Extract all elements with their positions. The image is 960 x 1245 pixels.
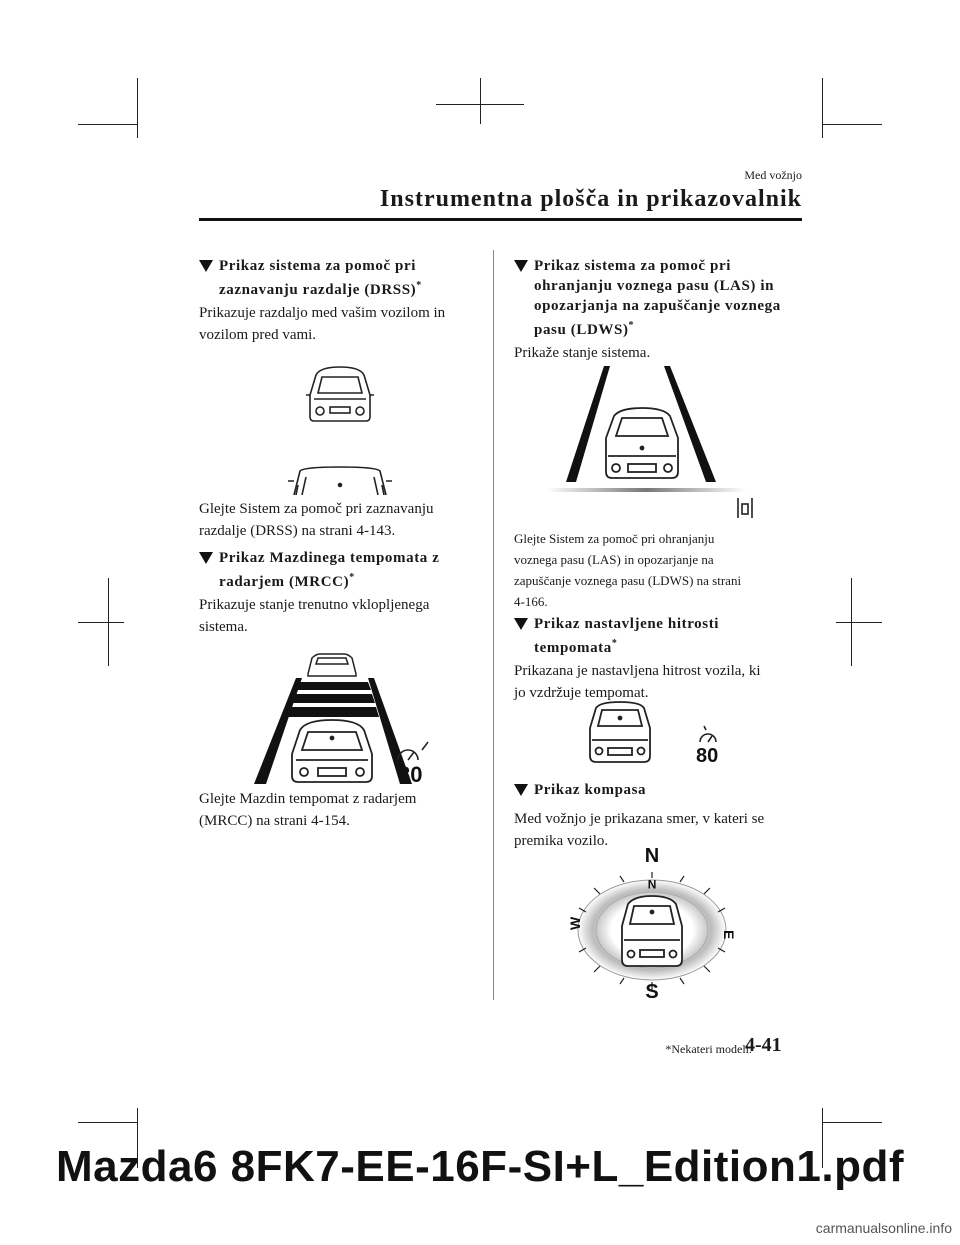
lane-line-left — [566, 366, 610, 482]
compass-desc-line2: premika vozilo. — [514, 833, 609, 849]
own-car-icon — [621, 895, 683, 967]
crop-mark — [822, 78, 823, 138]
drss-heading: Prikaz sistema za pomoč pri zaznavanju r… — [199, 256, 469, 300]
compass-title: Prikaz kompasa — [534, 782, 647, 798]
drss-illustration — [288, 366, 392, 496]
compass-illustration: N N S E W — [567, 845, 737, 1003]
crop-mark — [78, 1122, 138, 1123]
footnote-star: * — [628, 320, 635, 331]
mrcc-desc-line2: sistema. — [199, 619, 248, 635]
drss-description: Prikazuje razdaljo med vašim vozilom in … — [199, 302, 445, 346]
drss-desc-line2: vozilom pred vami. — [199, 327, 317, 343]
mrcc-title-line2: radarjem (MRCC) — [219, 574, 350, 590]
cruise-illustration: 80 — [589, 701, 718, 767]
lane-line-right — [664, 366, 716, 482]
crop-mark — [480, 78, 481, 124]
distance-bars — [285, 682, 379, 717]
cruise-description: Prikazana je nastavljena hitrost vozila,… — [514, 660, 761, 704]
las-ref-line3: zapuščanje voznega pasu (LDWS) na strani — [514, 573, 742, 588]
lead-car-icon — [307, 653, 357, 677]
las-title-line1: Prikaz sistema za pomoč pri — [534, 258, 731, 274]
footnote-star: * — [349, 572, 355, 583]
triangle-bullet-icon — [514, 260, 528, 272]
crop-mark — [436, 104, 524, 105]
drss-reference: Glejte Sistem za pomoč pri zaznavanju ra… — [199, 498, 434, 542]
las-ref-line4: 4-166. — [514, 594, 548, 609]
cruise-desc-line1: Prikazana je nastavljena hitrost vozila,… — [514, 663, 761, 679]
header-rule — [199, 218, 802, 221]
las-title-line2: ohranjanju voznega pasu (LAS) in — [534, 278, 775, 294]
cruise-speed: 80 — [696, 745, 718, 767]
own-car-icon — [291, 719, 373, 783]
las-title-line3: opozarjanja na zapuščanje voznega — [534, 298, 781, 314]
road-shadow — [546, 488, 746, 492]
lane-line-left — [254, 678, 302, 784]
crop-mark — [78, 622, 124, 623]
crop-mark — [78, 124, 138, 125]
compass-ticks — [578, 872, 726, 990]
compass-inner-n-label: N — [648, 877, 657, 891]
las-ref-line2: voznega pasu (LAS) in opozarjanje na — [514, 552, 714, 567]
page-title: Instrumentna plošča in prikazovalnik — [379, 186, 802, 212]
own-car-hood-icon — [288, 466, 392, 496]
lane-line-right — [368, 678, 412, 784]
mrcc-heading: Prikaz Mazdinega tempomata z radarjem (M… — [199, 548, 469, 592]
document-filename-banner: Mazda6 8FK7-EE-16F-SI+L_Edition1.pdf — [55, 1142, 905, 1191]
crop-mark — [822, 1108, 823, 1168]
own-car-icon — [589, 701, 651, 763]
triangle-bullet-icon — [199, 260, 213, 272]
cruise-indicator-icon — [397, 741, 429, 761]
column-divider — [493, 250, 494, 1000]
mrcc-desc-line1: Prikazuje stanje trenutno vklopljenega — [199, 597, 430, 613]
drss-desc-line1: Prikazuje razdaljo med vašim vozilom in — [199, 305, 446, 321]
mrcc-title-line1: Prikaz Mazdinega tempomata z — [219, 550, 440, 566]
mrcc-speed: 80 — [398, 762, 422, 787]
mrcc-ref-line1: Glejte Mazdin tempomat z radarjem — [199, 791, 417, 807]
cruise-desc-line2: jo vzdržuje tempomat. — [514, 685, 649, 701]
own-car-icon — [605, 407, 679, 479]
drss-title-line2: zaznavanju razdalje (DRSS) — [219, 282, 417, 298]
drss-title-line1: Prikaz sistema za pomoč pri — [219, 258, 416, 274]
triangle-bullet-icon — [199, 552, 213, 564]
las-description: Prikaže stanje sistema. — [514, 345, 651, 361]
cruise-heading: Prikaz nastavljene hitrosti tempomata* — [514, 614, 804, 658]
las-title-line4: pasu (LDWS) — [534, 322, 629, 338]
compass-inner-ring — [595, 891, 709, 969]
footnote: *Nekateri modeli. — [665, 1042, 752, 1056]
section-label: Med vožnjo — [744, 168, 802, 182]
compass-description: Med vožnjo je prikazana smer, v kateri s… — [514, 808, 764, 852]
watermark: carmanualsonline.info — [815, 1220, 952, 1236]
cruise-indicator-icon — [699, 725, 717, 743]
compass-e-label: E — [721, 930, 737, 939]
mrcc-reference: Glejte Mazdin tempomat z radarjem (MRCC)… — [199, 788, 416, 832]
footnote-star: * — [611, 638, 618, 649]
las-reference: Glejte Sistem za pomoč pri ohranjanju vo… — [514, 528, 741, 612]
las-ref-line1: Glejte Sistem za pomoč pri ohranjanju — [514, 531, 715, 546]
lane-keep-icon — [737, 498, 753, 518]
compass-heading: Prikaz kompasa — [514, 780, 804, 800]
triangle-bullet-icon — [514, 784, 528, 796]
crop-mark — [137, 1108, 138, 1168]
crop-mark — [822, 1122, 882, 1123]
lead-car-icon — [306, 366, 374, 422]
mrcc-illustration: 80 — [254, 653, 429, 787]
compass-w-label: W — [567, 916, 583, 930]
drss-ref-line2: razdalje (DRSS) na strani 4-143. — [199, 523, 396, 539]
drss-ref-line1: Glejte Sistem za pomoč pri zaznavanju — [199, 501, 434, 517]
cruise-title-line1: Prikaz nastavljene hitrosti — [534, 616, 720, 632]
crop-mark — [822, 124, 882, 125]
mrcc-description: Prikazuje stanje trenutno vklopljenega s… — [199, 594, 429, 638]
crop-mark — [137, 78, 138, 138]
footnote-star: * — [416, 280, 422, 291]
crop-mark — [836, 622, 882, 623]
las-heading: Prikaz sistema za pomoč pri ohranjanju v… — [514, 256, 804, 340]
page-number: 4-41 — [745, 1034, 782, 1056]
compass-s-label: S — [645, 981, 658, 1003]
mrcc-ref-line2: (MRCC) na strani 4-154. — [199, 813, 350, 829]
cruise-title-line2: tempomata — [534, 640, 612, 656]
triangle-bullet-icon — [514, 618, 528, 630]
las-illustration — [546, 366, 753, 518]
compass-desc-line1: Med vožnjo je prikazana smer, v kateri s… — [514, 811, 765, 827]
compass-n-label: N — [645, 845, 659, 867]
